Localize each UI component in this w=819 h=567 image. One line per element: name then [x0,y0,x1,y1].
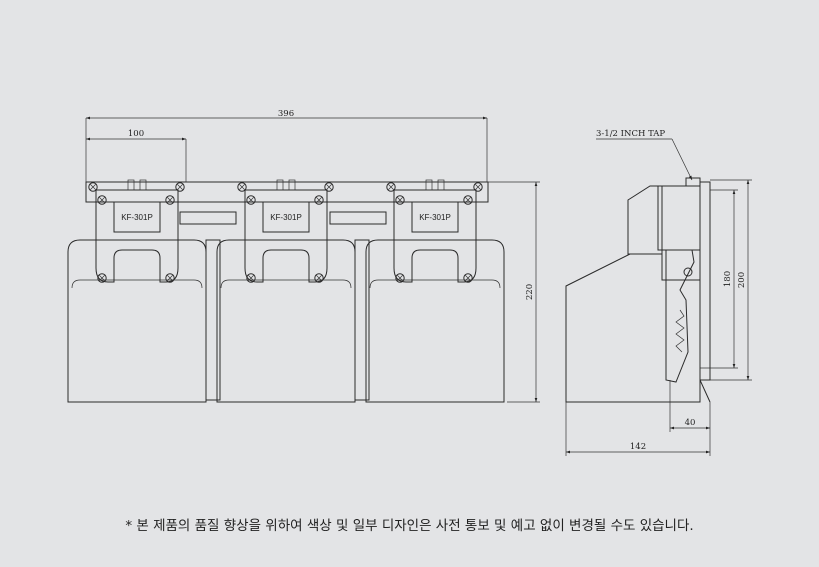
disclaimer-footnote: * 본 제품의 품질 향상을 위하여 색상 및 일부 디자인은 사전 통보 및 … [125,518,694,534]
model-label: KF-301P [419,213,451,222]
model-label: KF-301P [270,213,302,222]
spacer-1 [205,239,221,401]
connector-bar-2 [329,211,387,225]
front-view: KF-301P KF-301P KF-301P [67,179,505,403]
dim-front-height: 220 [525,284,535,300]
dim-side-offset: 40 [685,418,696,428]
side-view [565,177,711,403]
tap-label: 3-1/2 INCH TAP [596,129,665,139]
model-label: KF-301P [121,213,153,222]
connector-bar-1 [179,211,237,225]
pedal-unit: KF-301P [67,179,207,403]
spacer-2 [354,239,370,401]
dim-side-depth: 142 [630,442,646,452]
dim-overall-width: 396 [278,109,294,119]
dim-side-outer: 200 [737,272,747,288]
front-dimensions: 396 100 220 [85,109,540,403]
dim-unit-pitch: 100 [128,129,144,139]
side-dimensions: 3-1/2 INCH TAP 180 200 40 142 [565,129,752,456]
pedal-unit: KF-301P [365,179,505,403]
pedal-unit: KF-301P [216,179,356,403]
dim-side-inner: 180 [723,271,733,287]
